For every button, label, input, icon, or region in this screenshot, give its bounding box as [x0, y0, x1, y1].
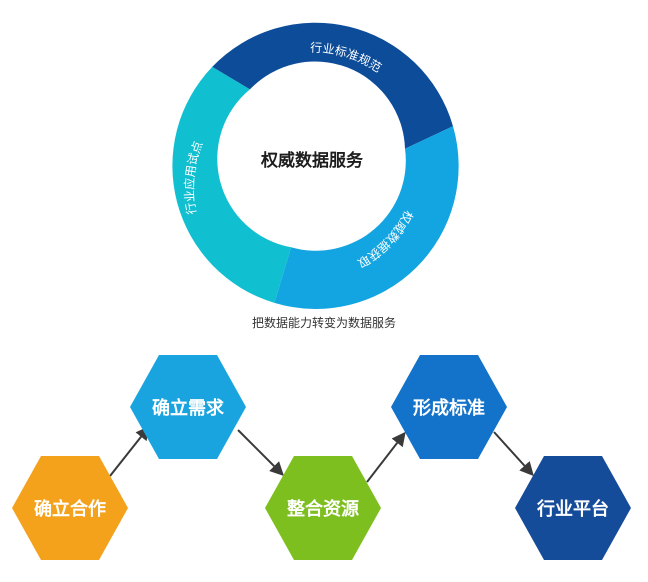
ring-segment-industry-pilot	[172, 66, 292, 303]
arrow-resources-to-standard	[366, 431, 406, 483]
arrow-standard-to-platform	[493, 431, 534, 477]
flow-step-standard: 形成标准	[391, 355, 507, 459]
flow-step-platform: 行业平台	[515, 456, 631, 560]
step-label-platform: 行业平台	[536, 498, 609, 520]
flow-step-demand: 确立需求	[130, 355, 246, 459]
flow-step-resources: 整合资源	[265, 456, 381, 560]
hexagon-shape	[391, 355, 507, 459]
hexagon-shape	[130, 355, 246, 459]
hexagon-shape	[12, 456, 128, 560]
step-label-standard: 形成标准	[413, 397, 485, 419]
flow-step-cooperation: 确立合作	[12, 456, 128, 560]
step-label-cooperation: 确立合作	[34, 498, 106, 520]
ring-segment-industry-standards	[212, 22, 453, 149]
arrow-demand-to-resources	[237, 429, 284, 476]
service-ring	[172, 22, 459, 309]
step-label-demand: 确立需求	[152, 397, 225, 419]
hexagon-shape	[265, 456, 381, 560]
diagram-caption: 把数据能力转变为数据服务	[251, 316, 396, 330]
arrow-cooperation-to-demand	[109, 425, 150, 477]
flow-connectors	[109, 425, 534, 483]
ring-center-label: 权威数据服务	[260, 150, 364, 171]
step-label-resources: 整合资源	[286, 498, 359, 520]
ring-segment-authoritative-data	[274, 126, 459, 309]
hexagon-shape	[515, 456, 631, 560]
